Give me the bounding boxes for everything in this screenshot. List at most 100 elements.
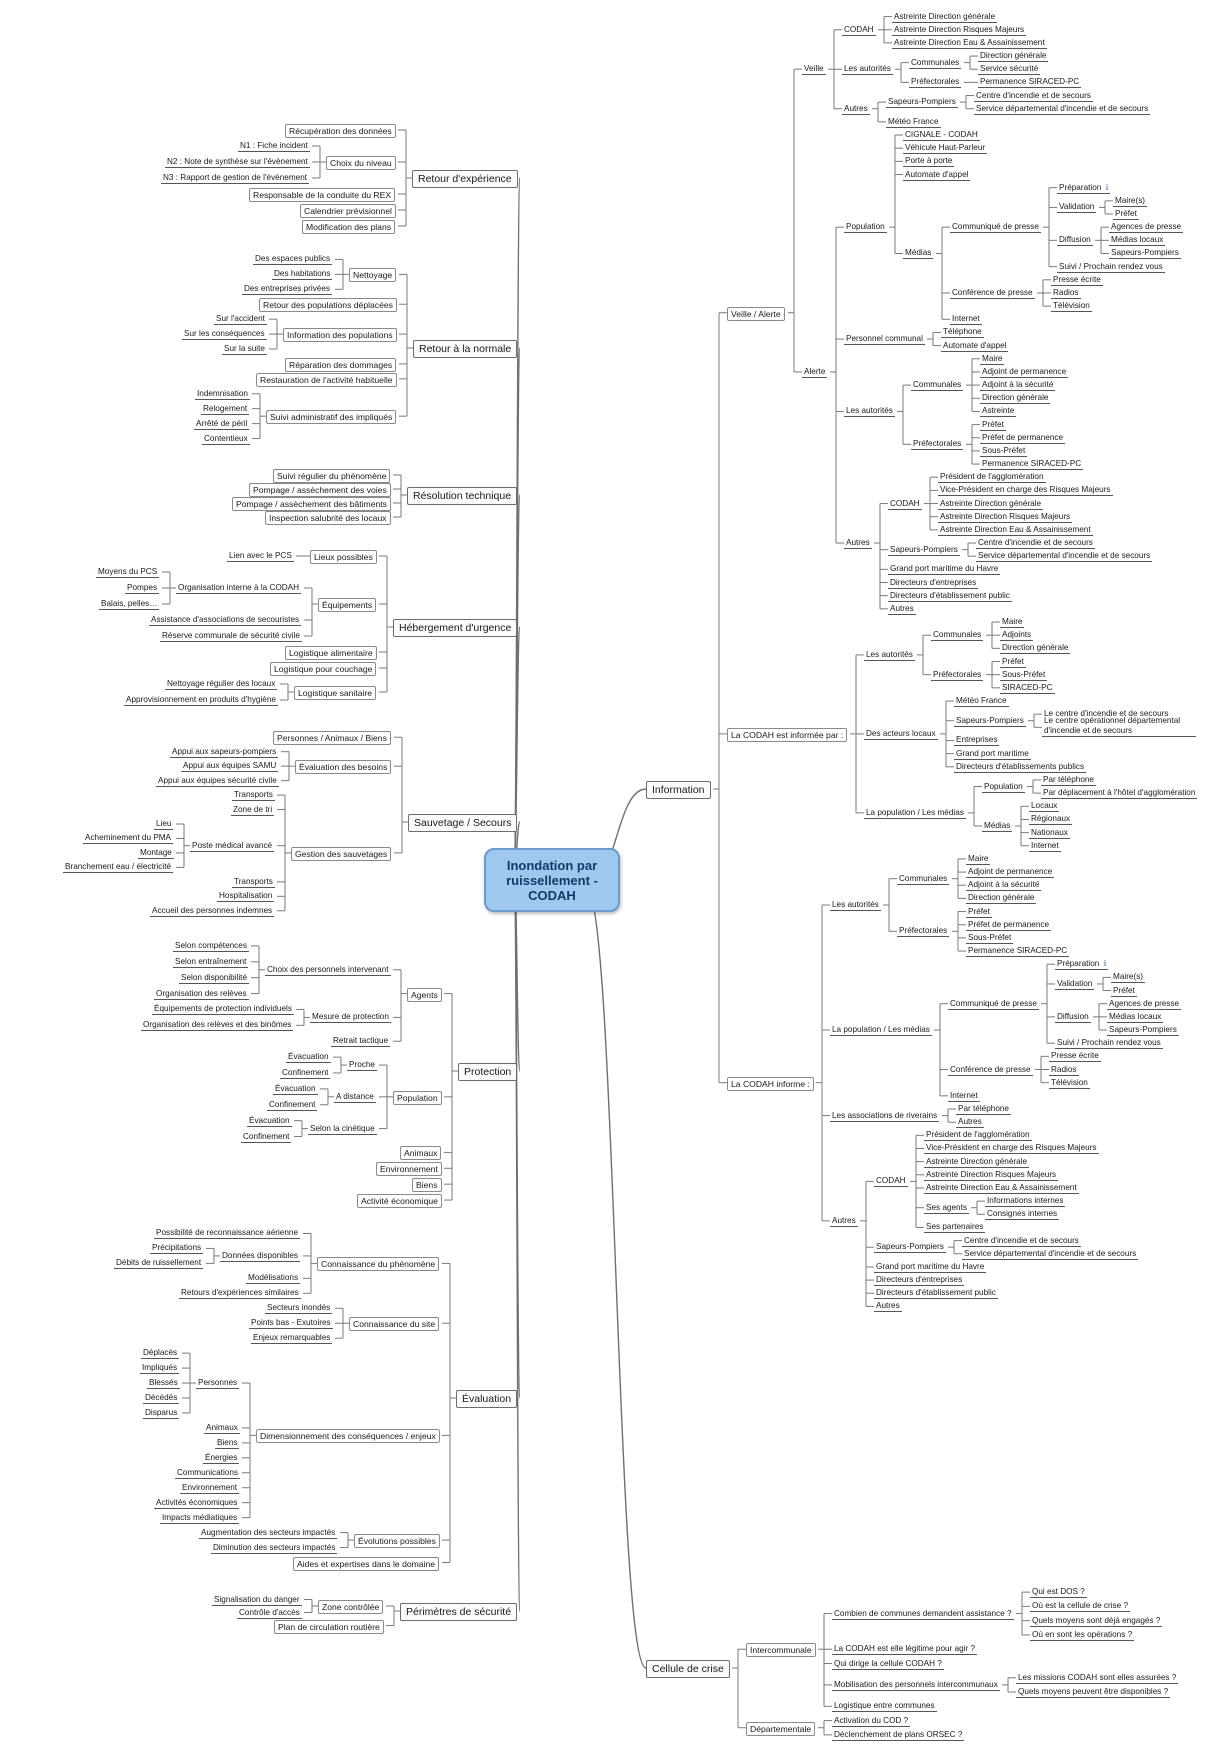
topic-prefectorales[interactable]: Préfectorales [911,438,964,451]
topic-signalisation-du-danger[interactable]: Signalisation du danger [212,1593,302,1606]
topic-sur-les-consequences[interactable]: Sur les conséquences [182,328,267,341]
topic-a-distance[interactable]: A distance [334,1090,376,1103]
topic-conference-de-presse[interactable]: Conférence de presse [948,1063,1033,1076]
topic-par-deplacement-a-l-hotel-d-agglomeratio[interactable]: Par déplacement à l'hôtel d'agglomératio… [1041,787,1198,800]
topic-activation-du-cod[interactable]: Activation du COD ? [832,1714,911,1727]
topic-diminution-des-secteurs-impactes[interactable]: Diminution des secteurs impactés [211,1541,338,1554]
topic-sapeurs-pompiers[interactable]: Sapeurs-Pompiers [886,96,958,109]
topic-autres[interactable]: Autres [844,537,872,550]
topic-modelisations[interactable]: Modélisations [246,1272,301,1285]
topic-les-autorites[interactable]: Les autorités [830,898,881,911]
topic-directeurs-d-entreprises[interactable]: Directeurs d'entreprises [888,576,979,589]
topic-sauvetage-secours[interactable]: Sauvetage / Secours [408,814,518,832]
topic-suivi-prochain-rendez-vous[interactable]: Suivi / Prochain rendez vous [1055,1037,1163,1050]
topic-environnement[interactable]: Environnement [376,1162,442,1177]
topic-biens[interactable]: Biens [215,1436,240,1449]
topic-poste-medical-avance[interactable]: Poste médical avancé [190,839,275,852]
topic-transports[interactable]: Transports [232,875,275,888]
topic-direction-generale[interactable]: Direction générale [980,392,1051,405]
topic-vehicule-haut-parleur[interactable]: Véhicule Haut-Parleur [903,142,988,155]
topic-organisation-interne-a-la-codah[interactable]: Organisation interne à la CODAH [176,582,302,594]
topic-astreinte-direction-generale[interactable]: Astreinte Direction générale [938,497,1044,510]
topic-ou-est-la-cellule-de-crise[interactable]: Où est la cellule de crise ? [1030,1600,1131,1613]
topic-centre-d-incendie-et-de-secours[interactable]: Centre d'incendie et de secours [974,89,1093,102]
topic-confinement[interactable]: Confinement [267,1098,318,1111]
topic-evaluation[interactable]: Évaluation [456,1390,518,1408]
topic-medias-locaux[interactable]: Médias locaux [1109,234,1166,247]
topic-adjoints[interactable]: Adjoints [1000,629,1034,642]
topic-autres[interactable]: Autres [842,102,870,115]
topic-retours-d-experiences-similaires[interactable]: Retours d'expériences similaires [179,1287,301,1300]
topic-impacts-mediatiques[interactable]: Impacts médiatiques [160,1511,240,1524]
topic-agents[interactable]: Agents [407,987,442,1002]
topic-communales[interactable]: Communales [931,629,984,642]
topic-recuperation-des-donnees[interactable]: Récupération des données [285,124,396,138]
topic-communications[interactable]: Communications [175,1466,240,1479]
topic-responsable-de-la-conduite-du-rex[interactable]: Responsable de la conduite du REX [249,188,396,202]
topic-balais-pelles[interactable]: Balais, pelles… [99,598,160,610]
topic-service-departemental-d-incendie-et-de-s[interactable]: Service départemental d'incendie et de s… [962,1247,1139,1260]
topic-prefectorales[interactable]: Préfectorales [931,668,984,681]
topic-directeurs-d-etablissement-public[interactable]: Directeurs d'établissement public [874,1287,998,1300]
topic-precipitations[interactable]: Précipitations [150,1242,204,1255]
topic-grand-port-maritime-du-havre[interactable]: Grand port maritime du Havre [888,563,1001,576]
topic-prefet[interactable]: Préfet [1111,984,1137,997]
topic-centre-d-incendie-et-de-secours[interactable]: Centre d'incendie et de secours [962,1234,1081,1247]
topic-autres[interactable]: Autres [830,1214,858,1227]
topic-par-telephone[interactable]: Par téléphone [1041,773,1096,786]
topic-centre-d-incendie-et-de-secours[interactable]: Centre d'incendie et de secours [976,537,1095,550]
topic-activite-economique[interactable]: Activité économique [357,1194,442,1209]
topic-validation[interactable]: Validation [1055,977,1095,990]
topic-retour-d-experience[interactable]: Retour d'expérience [412,170,518,188]
topic-astreinte-direction-risques-majeurs[interactable]: Astreinte Direction Risques Majeurs [938,510,1073,523]
topic-appui-aux-equipes-securite-civile[interactable]: Appui aux équipes sécurité civile [156,774,279,787]
topic-disparus[interactable]: Disparus [143,1406,180,1419]
topic-accueil-des-personnes-indemnes[interactable]: Accueil des personnes indemnes [150,904,275,917]
topic-adjoint-de-permanence[interactable]: Adjoint de permanence [966,866,1055,879]
topic-modification-des-plans[interactable]: Modification des plans [302,220,396,234]
topic-sapeurs-pompiers[interactable]: Sapeurs-Pompiers [874,1241,946,1254]
topic-prefet[interactable]: Préfet [980,418,1006,431]
topic-organisation-des-releves[interactable]: Organisation des relèves [154,987,249,1000]
topic-acheminement-du-pma[interactable]: Acheminement du PMA [83,832,174,845]
topic-autres[interactable]: Autres [874,1300,902,1313]
topic-astreinte-direction-generale[interactable]: Astreinte Direction générale [924,1155,1030,1168]
topic-diffusion[interactable]: Diffusion [1055,1010,1091,1023]
topic-astreinte-direction-eau-assainissement[interactable]: Astreinte Direction Eau & Assainissement [938,523,1093,536]
topic-blesses[interactable]: Blessés [147,1377,180,1390]
topic-autres[interactable]: Autres [956,1116,984,1129]
topic-debits-de-ruissellement[interactable]: Débits de ruissellement [114,1257,204,1270]
topic-montage[interactable]: Montage [138,846,174,859]
topic-nettoyage[interactable]: Nettoyage [349,268,397,283]
topic-population[interactable]: Population [393,1090,442,1105]
topic-enjeux-remarquables[interactable]: Enjeux remarquables [251,1332,333,1345]
topic-des-entreprises-privees[interactable]: Des entreprises privées [242,283,333,296]
topic-arrete-de-peril[interactable]: Arrêté de péril [194,417,250,430]
topic-les-autorites[interactable]: Les autorités [844,405,895,418]
topic-information[interactable]: Information [646,781,711,799]
central-topic[interactable]: Inondation par ruissellement - CODAH [484,848,620,912]
topic-reparation-des-dommages[interactable]: Réparation des dommages [285,357,397,372]
topic-codah[interactable]: CODAH [842,23,876,36]
topic-plan-de-circulation-routiere[interactable]: Plan de circulation routière [274,1619,384,1634]
topic-lien-avec-le-pcs[interactable]: Lien avec le PCS [227,550,294,562]
topic-personnel-communal[interactable]: Personnel communal [844,333,925,346]
topic-astreinte-direction-generale[interactable]: Astreinte Direction générale [892,10,998,23]
topic-automate-d-appel[interactable]: Automate d'appel [903,168,971,181]
topic-radios[interactable]: Radios [1051,286,1081,299]
topic-siraced-pc[interactable]: SIRACED-PC [1000,681,1055,694]
topic-le-centre-operationnel-departemental-d-i[interactable]: Le centre opérationnel départemental d'i… [1042,716,1196,738]
topic-service-departemental-d-incendie-et-de-s[interactable]: Service départemental d'incendie et de s… [976,550,1153,563]
topic-evacuation[interactable]: Évacuation [273,1082,318,1095]
topic-communique-de-presse[interactable]: Communiqué de presse [950,221,1041,234]
topic-cellule-de-crise[interactable]: Cellule de crise [646,1660,730,1678]
topic-animaux[interactable]: Animaux [400,1146,442,1161]
topic-secteurs-inondes[interactable]: Secteurs inondés [265,1302,333,1315]
topic-internet[interactable]: Internet [948,1089,980,1102]
topic-des-acteurs-locaux[interactable]: Des acteurs locaux [864,727,938,740]
topic-donnees-disponibles[interactable]: Données disponibles [220,1249,301,1262]
topic-la-codah-est-elle-legitime-pour-agir[interactable]: La CODAH est elle légitime pour agir ? [832,1643,978,1656]
topic-perimetres-de-securite[interactable]: Périmètres de sécurité [400,1603,518,1621]
topic-controle-d-acces[interactable]: Contrôle d'accès [237,1606,302,1619]
topic-evolutions-possibles[interactable]: Évolutions possibles [354,1534,440,1549]
